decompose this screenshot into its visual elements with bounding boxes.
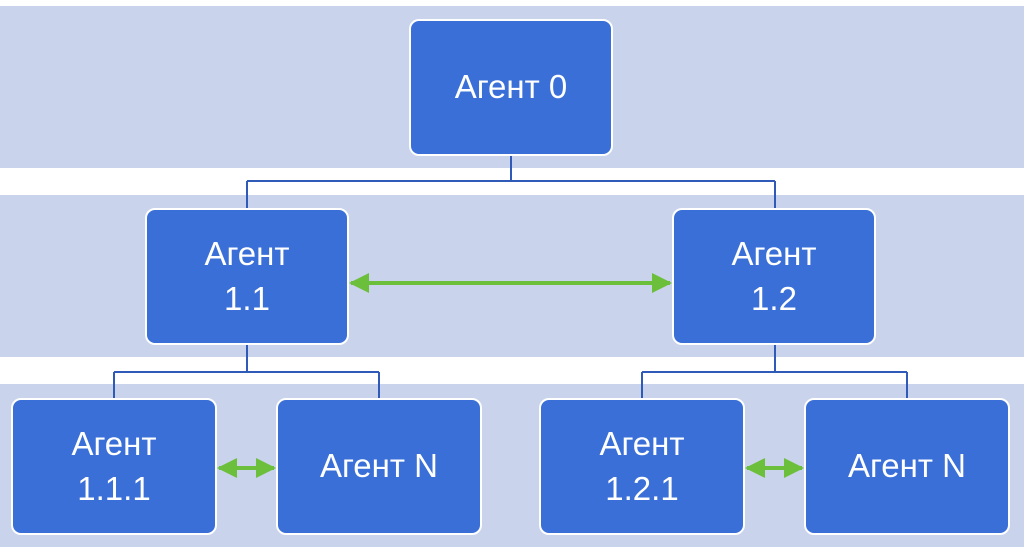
agent-1-1-n-node: Агент N xyxy=(276,398,482,535)
agent-1-2-n-node: Агент N xyxy=(804,398,1010,535)
agent-1-1-node: Агент 1.1 xyxy=(145,208,349,345)
agent-1-2-1-node: Агент 1.2.1 xyxy=(539,398,745,535)
agent-1-2-node: Агент 1.2 xyxy=(672,208,876,345)
edge-1-2-to-children xyxy=(641,345,908,398)
agent-1-1-1-node: Агент 1.1.1 xyxy=(11,398,217,535)
agent-0-node: Агент 0 xyxy=(409,19,613,156)
edge-root-to-level-1 xyxy=(246,156,776,208)
edge-1-1-to-children xyxy=(113,345,380,398)
